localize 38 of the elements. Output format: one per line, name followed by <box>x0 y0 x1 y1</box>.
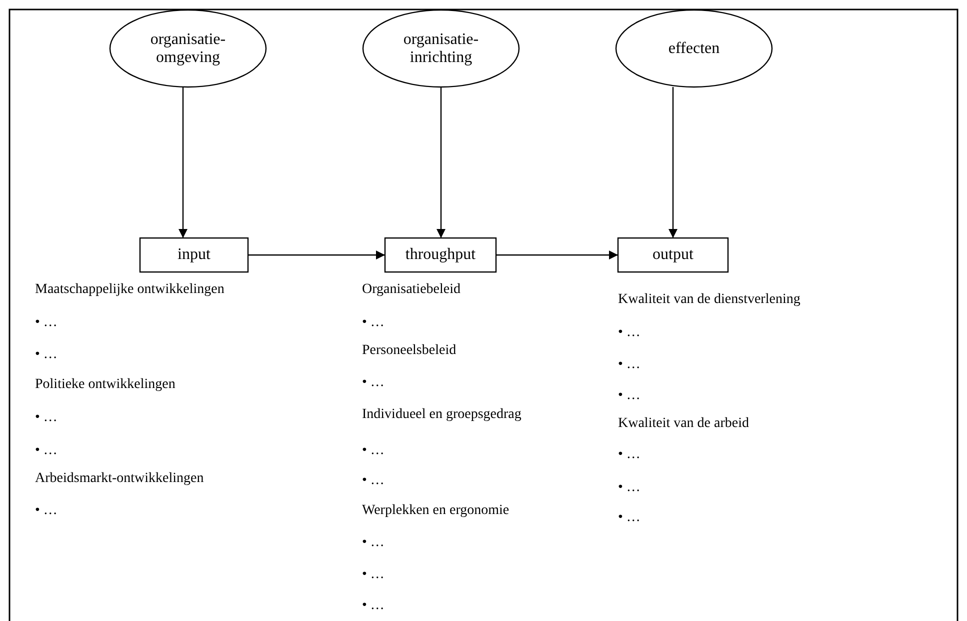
node-label: organisatie-inrichting <box>402 30 480 66</box>
list-text: • … <box>35 346 58 364</box>
arrow <box>668 87 678 238</box>
node-label: organisatie-omgeving <box>149 30 227 66</box>
list-text: • … <box>618 356 640 374</box>
list-text: • … <box>35 409 58 427</box>
list-text: • … <box>362 374 384 392</box>
list-text: • … <box>618 446 640 464</box>
arrow <box>496 250 618 260</box>
arrow <box>436 87 446 238</box>
list-text: • … <box>618 509 640 527</box>
list-text: • … <box>618 479 640 497</box>
list-text: • … <box>35 442 58 460</box>
list-text: Individueel en groepsgedrag <box>362 406 522 424</box>
list-text: • … <box>618 387 640 405</box>
list-text: Politieke ontwikkelingen <box>35 376 176 394</box>
arrow <box>248 250 385 260</box>
list-text: Kwaliteit van de arbeid <box>618 415 750 433</box>
arrow <box>178 87 188 238</box>
list-text: • … <box>362 597 384 615</box>
list-text: • … <box>362 566 384 584</box>
list-text: • … <box>362 534 384 552</box>
list-text: Werplekken en ergonomie <box>362 502 510 520</box>
list-text: Kwaliteit van de dienstverlening <box>618 291 800 309</box>
node-label: input <box>178 246 210 264</box>
list-text: Organisatiebeleid <box>362 281 460 299</box>
node-label: output <box>652 246 694 264</box>
node-label: effecten <box>668 40 720 58</box>
list-text: Personeelsbeleid <box>362 342 456 360</box>
node-label: throughput <box>405 246 476 264</box>
list-text: • … <box>362 442 384 460</box>
list-text: • … <box>362 472 384 490</box>
list-text: Maatschappelijke ontwikkelingen <box>35 281 224 299</box>
list-text: Arbeidsmarkt-ontwikkelingen <box>35 470 204 488</box>
list-text: • … <box>35 502 58 520</box>
list-text: • … <box>362 314 384 332</box>
list-text: • … <box>35 314 58 332</box>
list-text: • … <box>618 324 640 342</box>
